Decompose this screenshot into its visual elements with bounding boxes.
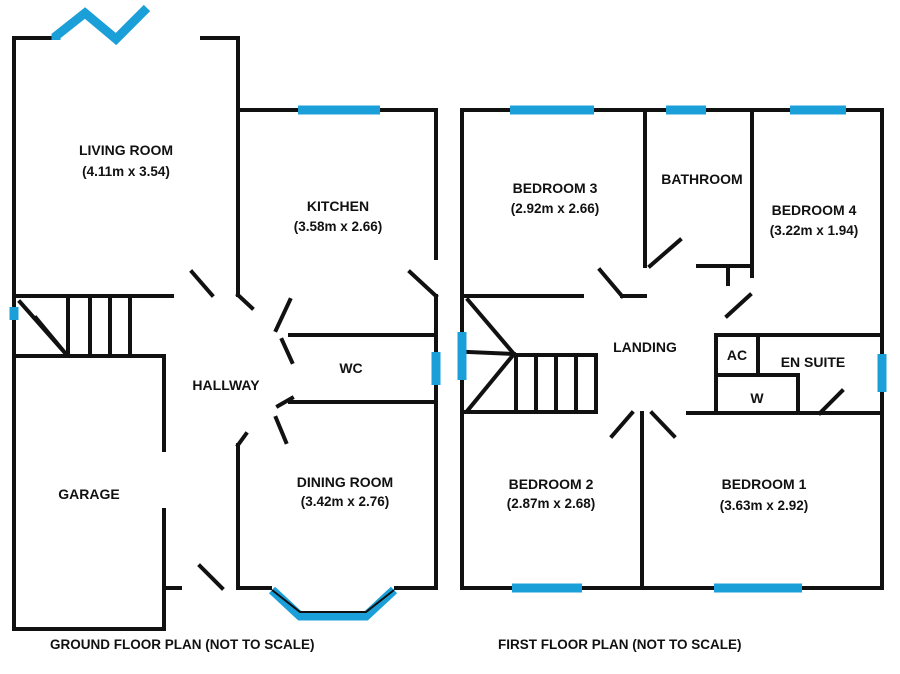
first-floor-windows xyxy=(457,105,887,593)
bedroom-2-dimensions: (2.87m x 2.68) xyxy=(507,496,596,511)
bedroom-1: BEDROOM 1 (3.63m x 2.92) xyxy=(720,476,809,513)
first-floor-plan: BEDROOM 3 (2.92m x 2.66) BATHROOM BEDROO… xyxy=(457,105,887,652)
ac-label: AC xyxy=(727,347,747,363)
en-suite-label: EN SUITE xyxy=(781,354,846,370)
ground-floor-walls xyxy=(12,36,439,631)
bathroom-label: BATHROOM xyxy=(661,171,742,187)
garage-label: GARAGE xyxy=(58,486,119,502)
kitchen-label: KITCHEN xyxy=(307,198,369,214)
living-room-dimensions: (4.11m x 3.54) xyxy=(82,164,170,179)
bedroom-3-label: BEDROOM 3 xyxy=(513,180,598,196)
kitchen: KITCHEN (3.58m x 2.66) xyxy=(294,198,383,234)
living-room: LIVING ROOM (4.11m x 3.54) xyxy=(79,142,173,179)
dining-room-dimensions: (3.42m x 2.76) xyxy=(301,494,390,509)
bedroom-1-label: BEDROOM 1 xyxy=(722,476,807,492)
ground-floor-caption: GROUND FLOOR PLAN (NOT TO SCALE) xyxy=(50,637,315,652)
bedroom-4-label: BEDROOM 4 xyxy=(772,202,857,218)
bedroom-3: BEDROOM 3 (2.92m x 2.66) xyxy=(511,180,600,216)
wc-label: WC xyxy=(339,360,362,376)
first-floor-caption: FIRST FLOOR PLAN (NOT TO SCALE) xyxy=(498,637,742,652)
bedroom-2: BEDROOM 2 (2.87m x 2.68) xyxy=(507,476,596,511)
bedroom-4-dimensions: (3.22m x 1.94) xyxy=(770,223,859,238)
hallway-label: HALLWAY xyxy=(192,377,260,393)
ground-floor-plan: LIVING ROOM (4.11m x 3.54) KITCHEN (3.58… xyxy=(9,4,441,652)
landing-label: LANDING xyxy=(613,339,677,355)
w-label: W xyxy=(750,390,764,406)
bedroom-2-label: BEDROOM 2 xyxy=(509,476,594,492)
bedroom-4: BEDROOM 4 (3.22m x 1.94) xyxy=(770,202,859,238)
ground-floor-windows xyxy=(9,4,441,621)
kitchen-dimensions: (3.58m x 2.66) xyxy=(294,219,383,234)
living-room-label: LIVING ROOM xyxy=(79,142,173,158)
bedroom-1-dimensions: (3.63m x 2.92) xyxy=(720,498,809,513)
bedroom-3-dimensions: (2.92m x 2.66) xyxy=(511,201,600,216)
first-floor-walls xyxy=(460,108,884,590)
dining-room-label: DINING ROOM xyxy=(297,474,393,490)
dining-room: DINING ROOM (3.42m x 2.76) xyxy=(297,474,393,509)
